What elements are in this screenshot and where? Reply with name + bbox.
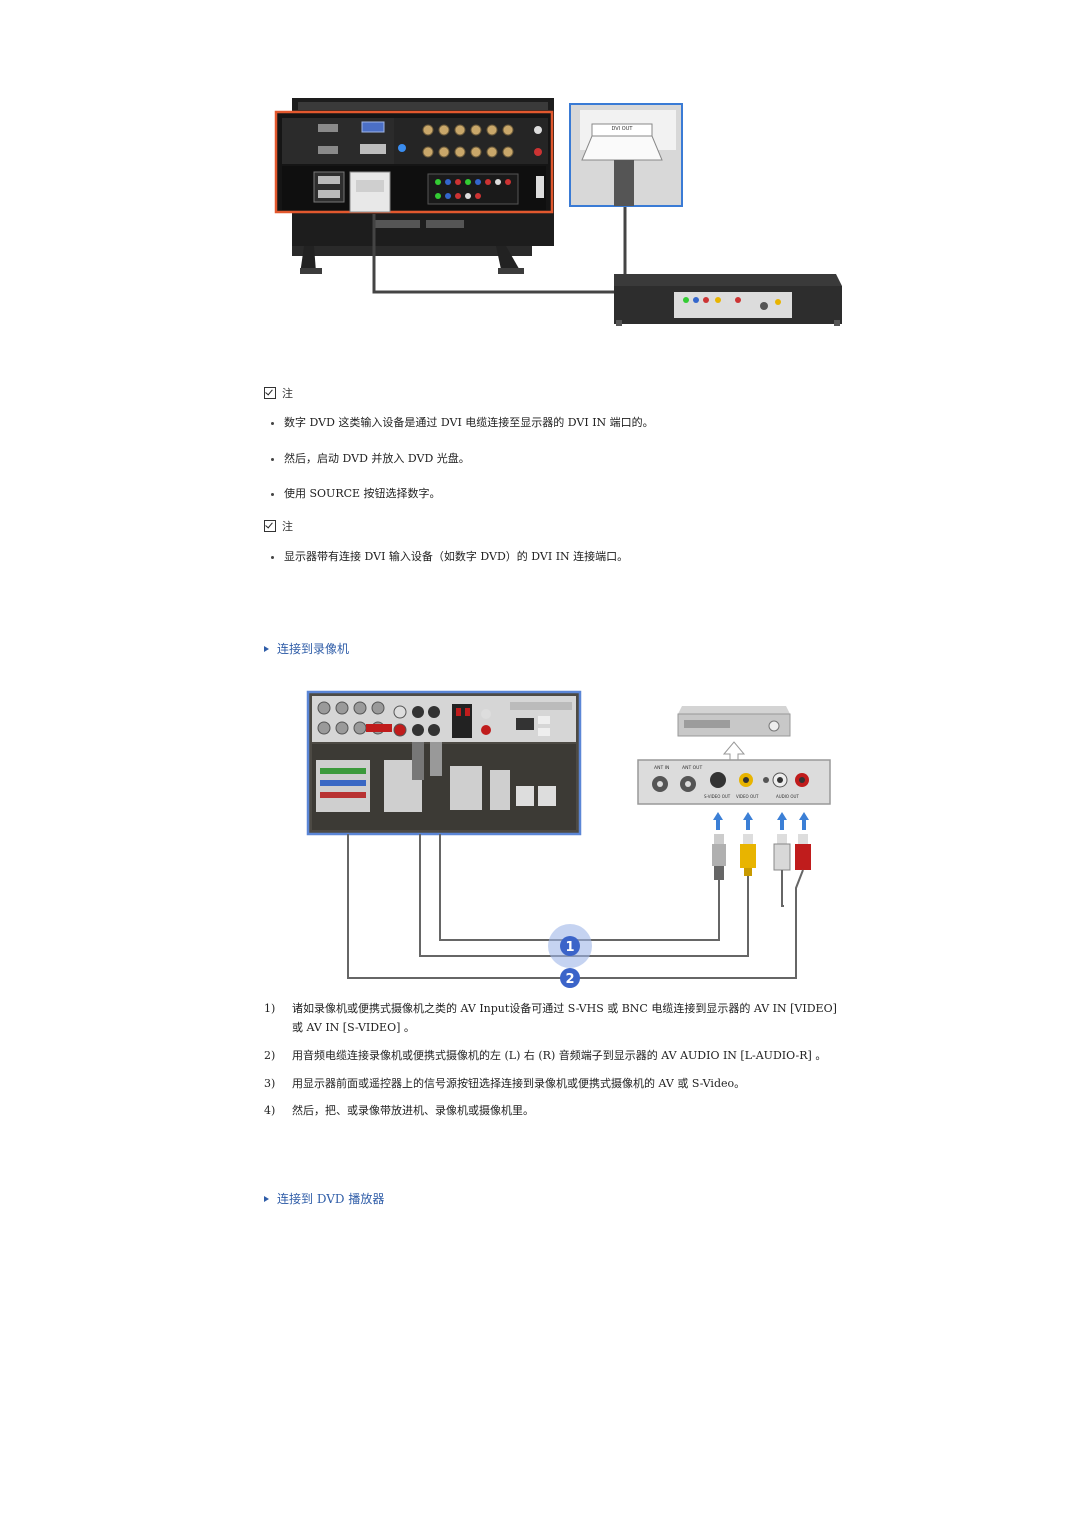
list-item: 然后，启动 DVD 并放入 DVD 光盘。 bbox=[271, 452, 470, 466]
bullet-icon bbox=[271, 555, 274, 559]
vcr-step-4: 然后，把、或录像带放进机、录像机或摄像机里。 bbox=[292, 1104, 534, 1117]
arrow-right-icon bbox=[264, 1195, 269, 1202]
vcr-step-1-line-1: 诸如录像机或便携式摄像机之类的 AV Input设备可通过 S-VHS 或 BN… bbox=[292, 1002, 837, 1015]
check-icon bbox=[264, 387, 276, 399]
dvi-connection-figure: DVI OUT bbox=[274, 98, 842, 326]
note-heading-1: 注 bbox=[264, 385, 293, 401]
s-video-out-label: S-VIDEO OUT bbox=[704, 794, 731, 799]
step-badge-1: 1 bbox=[548, 924, 592, 968]
vcr-step-3: 用显示器前面或遥控器上的信号源按钮选择连接到录像机或便携式摄像机的 AV 或 S… bbox=[292, 1077, 746, 1090]
note2-bullet-1: 显示器带有连接 DVI 输入设备（如数字 DVD）的 DVI IN 连接端口。 bbox=[284, 550, 629, 563]
monitor-av-panel bbox=[306, 690, 582, 836]
step-badge-2: 2 bbox=[560, 968, 580, 988]
bullet-icon bbox=[271, 421, 274, 425]
dvd-bullet-1: 数字 DVD 这类输入设备是通过 DVI 电缆连接至显示器的 DVI IN 端口… bbox=[284, 416, 654, 429]
dvd-bullet-2: 然后，启动 DVD 并放入 DVD 光盘。 bbox=[284, 452, 470, 465]
section-title-vcr[interactable]: 连接到录像机 bbox=[264, 640, 349, 657]
step-number: 1) bbox=[264, 1002, 276, 1015]
check-icon bbox=[264, 520, 276, 532]
list-item: 3) 用显示器前面或遥控器上的信号源按钮选择连接到录像机或便携式摄像机的 AV … bbox=[264, 1077, 745, 1091]
svg-text:1: 1 bbox=[565, 940, 574, 955]
list-item: 4) 然后，把、或录像带放进机、录像机或摄像机里。 bbox=[264, 1104, 534, 1118]
vcr-connection-figure: ANT IN ANT OUT S-VIDEO OUT VIDEO OUT AUD… bbox=[306, 690, 831, 988]
video-out-label: VIDEO OUT bbox=[736, 794, 759, 799]
dvi-out-label: DVI OUT bbox=[612, 126, 634, 132]
cable-plugs bbox=[712, 834, 811, 880]
section-title-dvd[interactable]: 连接到 DVD 播放器 bbox=[264, 1190, 384, 1207]
ant-in-label: ANT IN bbox=[654, 765, 669, 771]
note-heading-2: 注 bbox=[264, 518, 293, 534]
bullet-icon bbox=[271, 457, 274, 461]
note-label: 注 bbox=[282, 387, 293, 400]
vcr-step-2: 用音频电缆连接录像机或便携式摄像机的左 (L) 右 (R) 音频端子到显示器的 … bbox=[292, 1049, 827, 1062]
dvd-bullet-3: 使用 SOURCE 按钮选择数字。 bbox=[284, 487, 441, 500]
vcr-port-panel: ANT IN ANT OUT S-VIDEO OUT VIDEO OUT AUD… bbox=[637, 759, 831, 805]
list-item: 显示器带有连接 DVI 输入设备（如数字 DVD）的 DVI IN 连接端口。 bbox=[271, 550, 628, 564]
ant-out-label: ANT OUT bbox=[682, 765, 702, 771]
step-number: 4) bbox=[264, 1104, 276, 1117]
step-number: 3) bbox=[264, 1077, 276, 1090]
bullet-icon bbox=[271, 492, 274, 496]
step-number: 2) bbox=[264, 1049, 276, 1062]
arrow-right-icon bbox=[264, 645, 269, 652]
vcr-device bbox=[677, 706, 791, 737]
section-title-vcr-label: 连接到录像机 bbox=[277, 642, 350, 656]
list-item: 数字 DVD 这类输入设备是通过 DVI 电缆连接至显示器的 DVI IN 端口… bbox=[271, 416, 654, 430]
vcr-step-1-line-2: 或 AV IN [S-VIDEO] 。 bbox=[292, 1021, 415, 1034]
section-title-dvd-label: 连接到 DVD 播放器 bbox=[277, 1192, 385, 1206]
dvi-plug-closeup: DVI OUT bbox=[569, 103, 683, 207]
list-item: 2) 用音频电缆连接录像机或便携式摄像机的左 (L) 右 (R) 音频端子到显示… bbox=[264, 1049, 826, 1063]
svg-text:2: 2 bbox=[565, 972, 574, 987]
note-label: 注 bbox=[282, 520, 293, 533]
audio-out-label: AUDIO OUT bbox=[776, 794, 799, 799]
dvd-player-device bbox=[614, 274, 842, 326]
list-item: 1) 诸如录像机或便携式摄像机之类的 AV Input设备可通过 S-VHS 或… bbox=[264, 1002, 837, 1035]
list-item: 使用 SOURCE 按钮选择数字。 bbox=[271, 487, 441, 501]
